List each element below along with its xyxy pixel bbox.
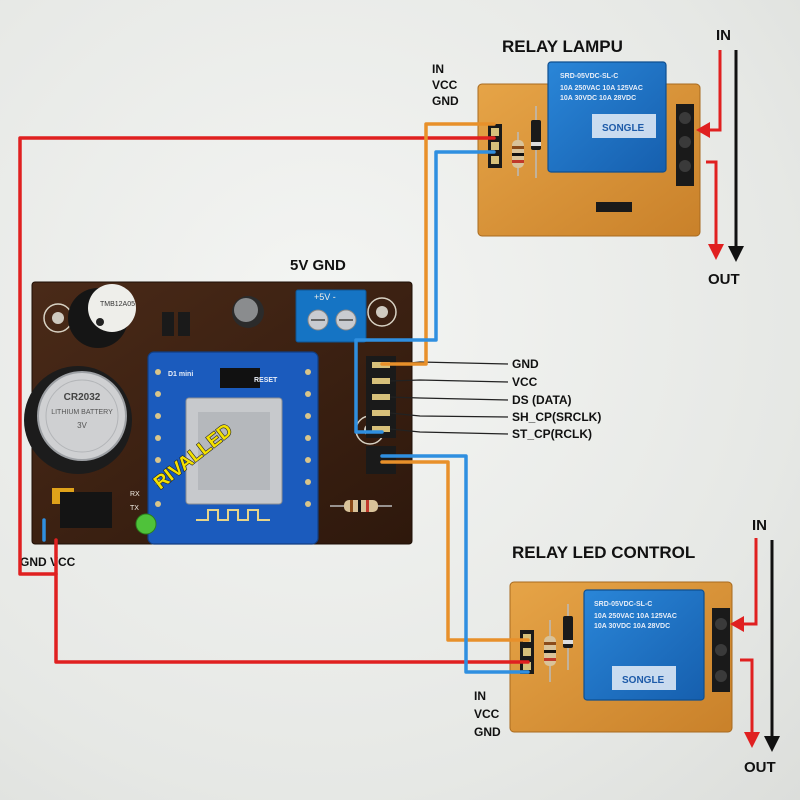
wires	[18, 122, 530, 674]
electrolytic-capacitor	[232, 296, 264, 328]
relay-lampu-resistor	[512, 132, 524, 176]
battery-line-2: LITHIUM BATTERY	[51, 409, 113, 416]
wemos-top-label: D1 mini	[168, 371, 193, 378]
relay-lampu-arrows	[696, 50, 744, 262]
green-led	[135, 513, 157, 535]
relay-led-title: RELAY LED CONTROL	[512, 543, 695, 562]
header-pin-stcp: ST_CP(RCLK)	[512, 427, 592, 441]
wire-orange-in-bottom	[380, 460, 530, 642]
buzzer: TMB12A05	[68, 284, 136, 348]
main-pcb: TMB12A05 CR2032 LITHIUM BATTERY 3V	[24, 281, 413, 545]
relay-led-resistor	[544, 620, 556, 682]
buzzer-text: TMB12A05	[100, 301, 135, 308]
rx-label: RX	[130, 491, 140, 498]
battery-line-3: 3V	[77, 421, 87, 430]
wire-blue-gnd-bottom	[380, 454, 530, 674]
relay-lampu-out-label: OUT	[708, 271, 740, 288]
wemos-reset-label: RESET	[254, 377, 278, 384]
power-input-label: 5V GND	[290, 257, 346, 274]
relay-led-pin-in: IN	[474, 689, 486, 703]
relay-lampu-pin-in: IN	[432, 62, 444, 76]
voltage-regulator	[60, 492, 112, 528]
relay-lampu-pin-vcc: VCC	[432, 78, 458, 92]
tx-label: TX	[130, 505, 139, 512]
relay-led-pin-vcc: VCC	[474, 707, 500, 721]
relay-led-arrows	[730, 538, 780, 752]
relay-lampu-model: SRD-05VDC-SL-C	[560, 73, 618, 80]
relay-led-spec-2: 10A 30VDC 10A 28VDC	[594, 623, 670, 630]
mount-hole	[367, 297, 397, 327]
relay-led-pin-gnd: GND	[474, 725, 501, 739]
relay-led-spec-1: 10A 250VAC 10A 125VAC	[594, 613, 677, 620]
relay-led-model: SRD-05VDC-SL-C	[594, 601, 652, 608]
header-pin-shcp: SH_CP(SRCLK)	[512, 410, 601, 424]
relay-led-brand: SONGLE	[622, 675, 665, 686]
relay-lampu-brand: SONGLE	[602, 123, 645, 134]
relay-lampu-diode	[531, 106, 541, 178]
coin-battery: CR2032 LITHIUM BATTERY 3V	[24, 366, 132, 474]
bottom-power-label: GND VCC	[20, 555, 76, 569]
wire-red-vcc-top	[18, 136, 496, 576]
header-pin-ds: DS (DATA)	[512, 393, 572, 407]
relay-lampu-title: RELAY LAMPU	[502, 37, 623, 56]
relay-lampu-in-label: IN	[716, 27, 731, 44]
board-resistor	[330, 500, 392, 512]
relay-lampu-spec-2: 10A 30VDC 10A 28VDC	[560, 95, 636, 102]
relay-led-in-label: IN	[752, 517, 767, 534]
power-terminal-block: +5V -	[295, 289, 367, 343]
relay-led-diode	[563, 604, 573, 670]
relay-led-out-label: OUT	[744, 759, 776, 776]
relay-lampu-spec-1: 10A 250VAC 10A 125VAC	[560, 85, 643, 92]
relay-lampu-output-pins	[676, 104, 694, 186]
wire-red-vcc-bottom	[54, 572, 530, 664]
header-pin-gnd: GND	[512, 357, 539, 371]
header-pin-labels: GND VCC DS (DATA) SH_CP(SRCLK) ST_CP(RCL…	[512, 357, 601, 441]
relay-lampu-module: SRD-05VDC-SL-C 10A 250VAC 10A 125VAC 10A…	[477, 61, 701, 237]
relay-led-output-pins	[712, 608, 730, 692]
wire-blue-gnd-top	[354, 150, 496, 434]
wire-orange-in-top	[380, 122, 496, 366]
header-pin-vcc: VCC	[512, 375, 538, 389]
antenna-trace	[196, 509, 270, 521]
header-leader-lines	[389, 361, 509, 435]
battery-line-1: CR2032	[64, 392, 101, 403]
terminal-marks: +5V -	[314, 292, 336, 302]
relay-lampu-pin-gnd: GND	[432, 94, 459, 108]
relay-led-control-module: SRD-05VDC-SL-C 10A 250VAC 10A 125VAC 10A…	[509, 581, 733, 733]
wemos-d1-mini: RESET D1 mini	[147, 351, 319, 545]
